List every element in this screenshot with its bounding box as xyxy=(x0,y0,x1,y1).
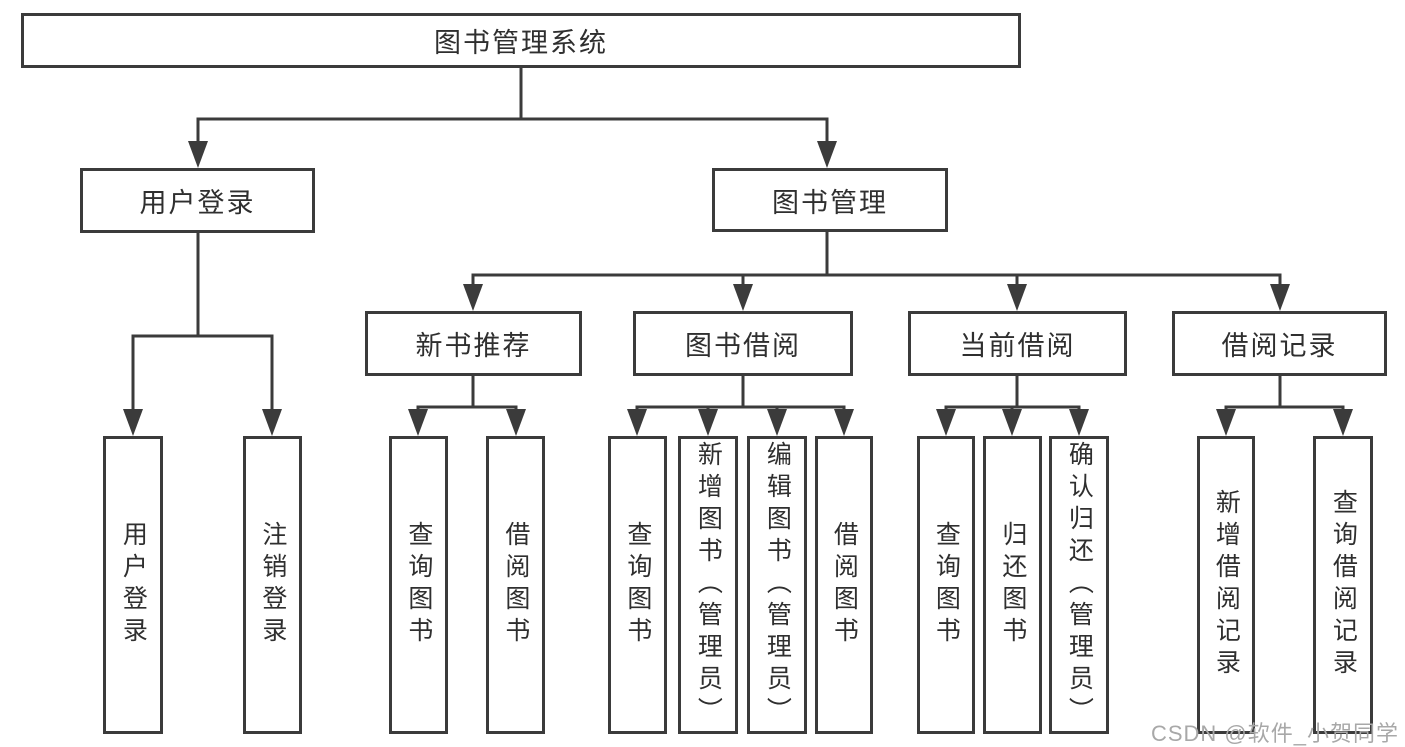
node-root-label: 图书管理系统 xyxy=(434,28,608,58)
node-borrow-records-label: 借阅记录 xyxy=(1221,331,1338,361)
node-book-borrow-label: 图书借阅 xyxy=(685,331,801,361)
node-user-login: 用户登录 xyxy=(80,168,315,233)
leaf-current-query-books: 查询图书 xyxy=(917,436,975,734)
node-new-book-recommend-label: 新书推荐 xyxy=(415,331,532,361)
leaf-add-borrow-record-label: 新增借阅记录 xyxy=(1212,489,1241,681)
leaf-recommend-query-books: 查询图书 xyxy=(389,436,448,734)
leaf-recommend-query-books-label: 查询图书 xyxy=(404,521,433,649)
leaf-edit-books-admin-label: 编辑图书（管理员） xyxy=(763,441,792,729)
node-new-book-recommend: 新书推荐 xyxy=(365,311,582,376)
node-current-borrow-label: 当前借阅 xyxy=(959,331,1076,361)
leaf-user-login-label: 用户登录 xyxy=(119,521,148,649)
node-book-management: 图书管理 xyxy=(712,168,948,232)
node-book-management-label: 图书管理 xyxy=(772,187,888,218)
leaf-borrow-query-books: 查询图书 xyxy=(608,436,667,734)
connector-records-group xyxy=(1216,373,1353,436)
leaf-borrow-borrow-books: 借阅图书 xyxy=(815,436,873,734)
node-current-borrow: 当前借阅 xyxy=(908,311,1127,376)
leaf-confirm-return-admin: 确认归还（管理员） xyxy=(1049,436,1109,734)
leaf-borrow-borrow-books-label: 借阅图书 xyxy=(830,521,859,649)
leaf-query-borrow-record-label: 查询借阅记录 xyxy=(1329,489,1358,681)
leaf-borrow-query-books-label: 查询图书 xyxy=(623,521,652,649)
leaf-add-borrow-record: 新增借阅记录 xyxy=(1197,436,1255,734)
leaf-recommend-borrow-books-label: 借阅图书 xyxy=(501,521,530,649)
leaf-edit-books-admin: 编辑图书（管理员） xyxy=(747,436,807,734)
leaf-return-books-label: 归还图书 xyxy=(998,521,1027,649)
connector-borrow-group xyxy=(627,374,854,436)
leaf-recommend-borrow-books: 借阅图书 xyxy=(486,436,545,734)
leaf-query-borrow-record: 查询借阅记录 xyxy=(1313,436,1373,734)
connector-management-group xyxy=(463,230,1290,311)
node-user-login-label: 用户登录 xyxy=(139,188,256,218)
leaf-logout-label: 注销登录 xyxy=(258,521,287,649)
csdn-watermark: CSDN @软件_小贺同学 xyxy=(1150,721,1399,746)
connector-current-group xyxy=(936,374,1089,436)
node-book-borrow: 图书借阅 xyxy=(633,311,853,376)
connector-recommend-group xyxy=(408,374,526,436)
leaf-add-books-admin-label: 新增图书（管理员） xyxy=(694,441,723,729)
connector-root xyxy=(188,66,837,168)
connector-login-group xyxy=(123,231,282,436)
leaf-return-books: 归还图书 xyxy=(983,436,1042,734)
leaf-user-login: 用户登录 xyxy=(103,436,163,734)
leaf-current-query-books-label: 查询图书 xyxy=(932,521,961,649)
leaf-confirm-return-admin-label: 确认归还（管理员） xyxy=(1065,441,1094,729)
leaf-logout: 注销登录 xyxy=(243,436,302,734)
node-root: 图书管理系统 xyxy=(21,13,1021,68)
node-borrow-records: 借阅记录 xyxy=(1172,311,1387,376)
leaf-add-books-admin: 新增图书（管理员） xyxy=(678,436,738,734)
